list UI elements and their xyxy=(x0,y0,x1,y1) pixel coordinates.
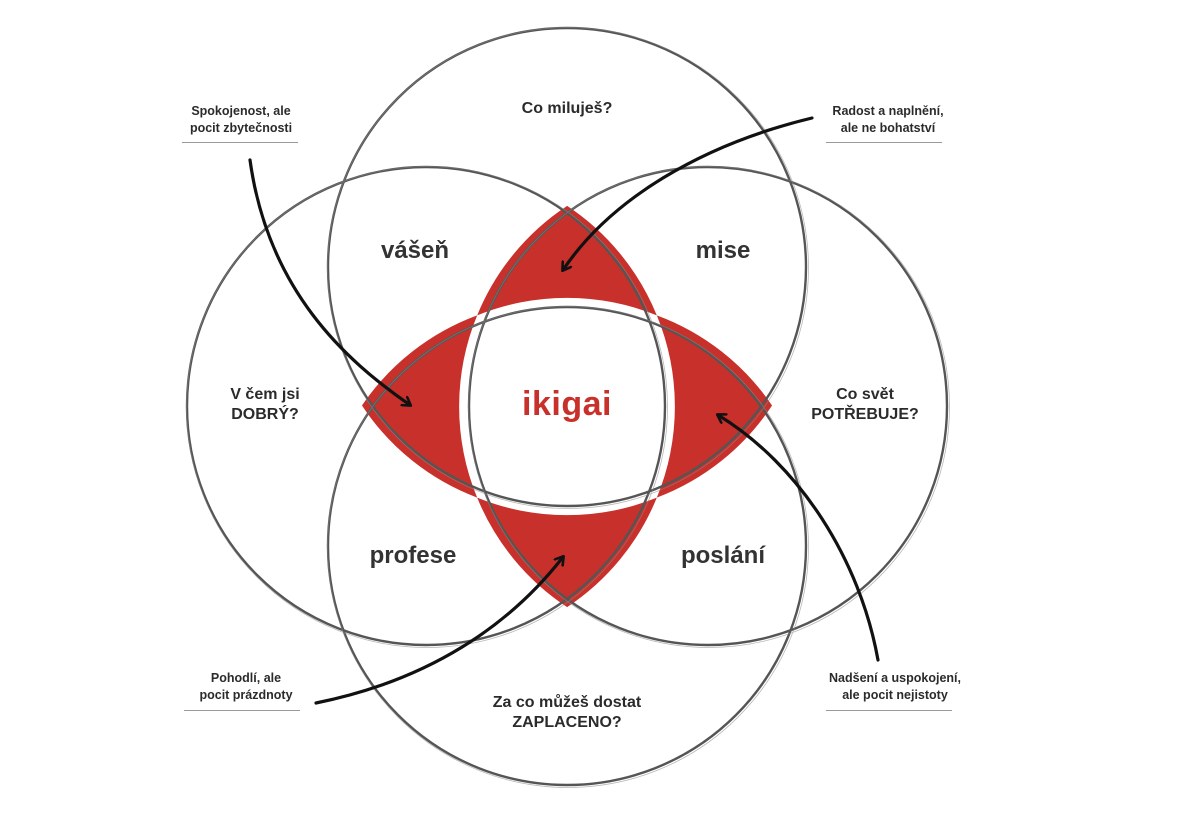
note-top-left-underline xyxy=(182,142,298,143)
circle-good xyxy=(185,165,667,647)
arrow-top-left xyxy=(248,158,410,405)
note-bottom-right-underline xyxy=(826,710,952,711)
circle-world xyxy=(467,165,949,647)
center-ikigai: ikigai xyxy=(522,385,612,423)
note-bottom-right-line1: Nadšení a uspokojení, xyxy=(829,671,961,685)
label-love-question: Co miluješ? xyxy=(521,100,613,117)
label-vocation: poslání xyxy=(680,542,765,569)
label-world-question: Co svět POTŘEBUJE? xyxy=(790,385,940,425)
lens-mission-vocation xyxy=(656,315,773,498)
good-line1: V čem jsi xyxy=(230,386,300,403)
arrow-bottom-left xyxy=(314,557,563,705)
paid-line1: Za co můžeš dostat xyxy=(492,694,642,711)
label-profession: profese xyxy=(369,542,457,569)
lens-passion-mission xyxy=(477,205,657,316)
lens-passion-profession xyxy=(361,315,478,498)
note-bottom-left-underline xyxy=(184,710,300,711)
note-top-left-line1: Spokojenost, ale xyxy=(191,104,291,118)
note-bottom-right-line2: ale pocit nejistoty xyxy=(842,687,948,702)
note-top-left: Spokojenost, ale pocit zbytečnosti xyxy=(168,103,314,137)
note-top-right-line2: ale ne bohatství xyxy=(840,120,936,135)
good-line2: DOBRÝ? xyxy=(231,406,299,423)
arrow-bottom-right xyxy=(718,415,880,662)
note-top-right-line1: Radost a naplnění, xyxy=(832,104,944,118)
note-bottom-left-line2: pocit prázdnoty xyxy=(199,687,293,702)
arrow-top-right xyxy=(563,116,814,270)
note-bottom-right: Nadšení a uspokojení, ale pocit nejistot… xyxy=(812,670,978,704)
note-top-left-line2: pocit zbytečnosti xyxy=(189,120,293,135)
world-line1: Co svět xyxy=(836,386,894,403)
note-top-right-underline xyxy=(826,142,942,143)
label-good-question: V čem jsi DOBRÝ? xyxy=(190,385,340,425)
lens-profession-vocation xyxy=(477,497,657,608)
paid-line2: ZAPLACENO? xyxy=(512,714,622,731)
note-bottom-left-line1: Pohodlí, ale xyxy=(210,671,282,685)
circle-paid xyxy=(326,305,808,787)
note-bottom-left: Pohodlí, ale pocit prázdnoty xyxy=(173,670,319,704)
note-top-right: Radost a naplnění, ale ne bohatství xyxy=(815,103,961,137)
world-line2: POTŘEBUJE? xyxy=(811,406,919,423)
circle-love xyxy=(326,26,808,508)
label-passion: vášeň xyxy=(380,237,450,264)
label-mission: mise xyxy=(695,237,751,264)
label-paid-question: Za co můžeš dostat ZAPLACENO? xyxy=(447,693,687,733)
